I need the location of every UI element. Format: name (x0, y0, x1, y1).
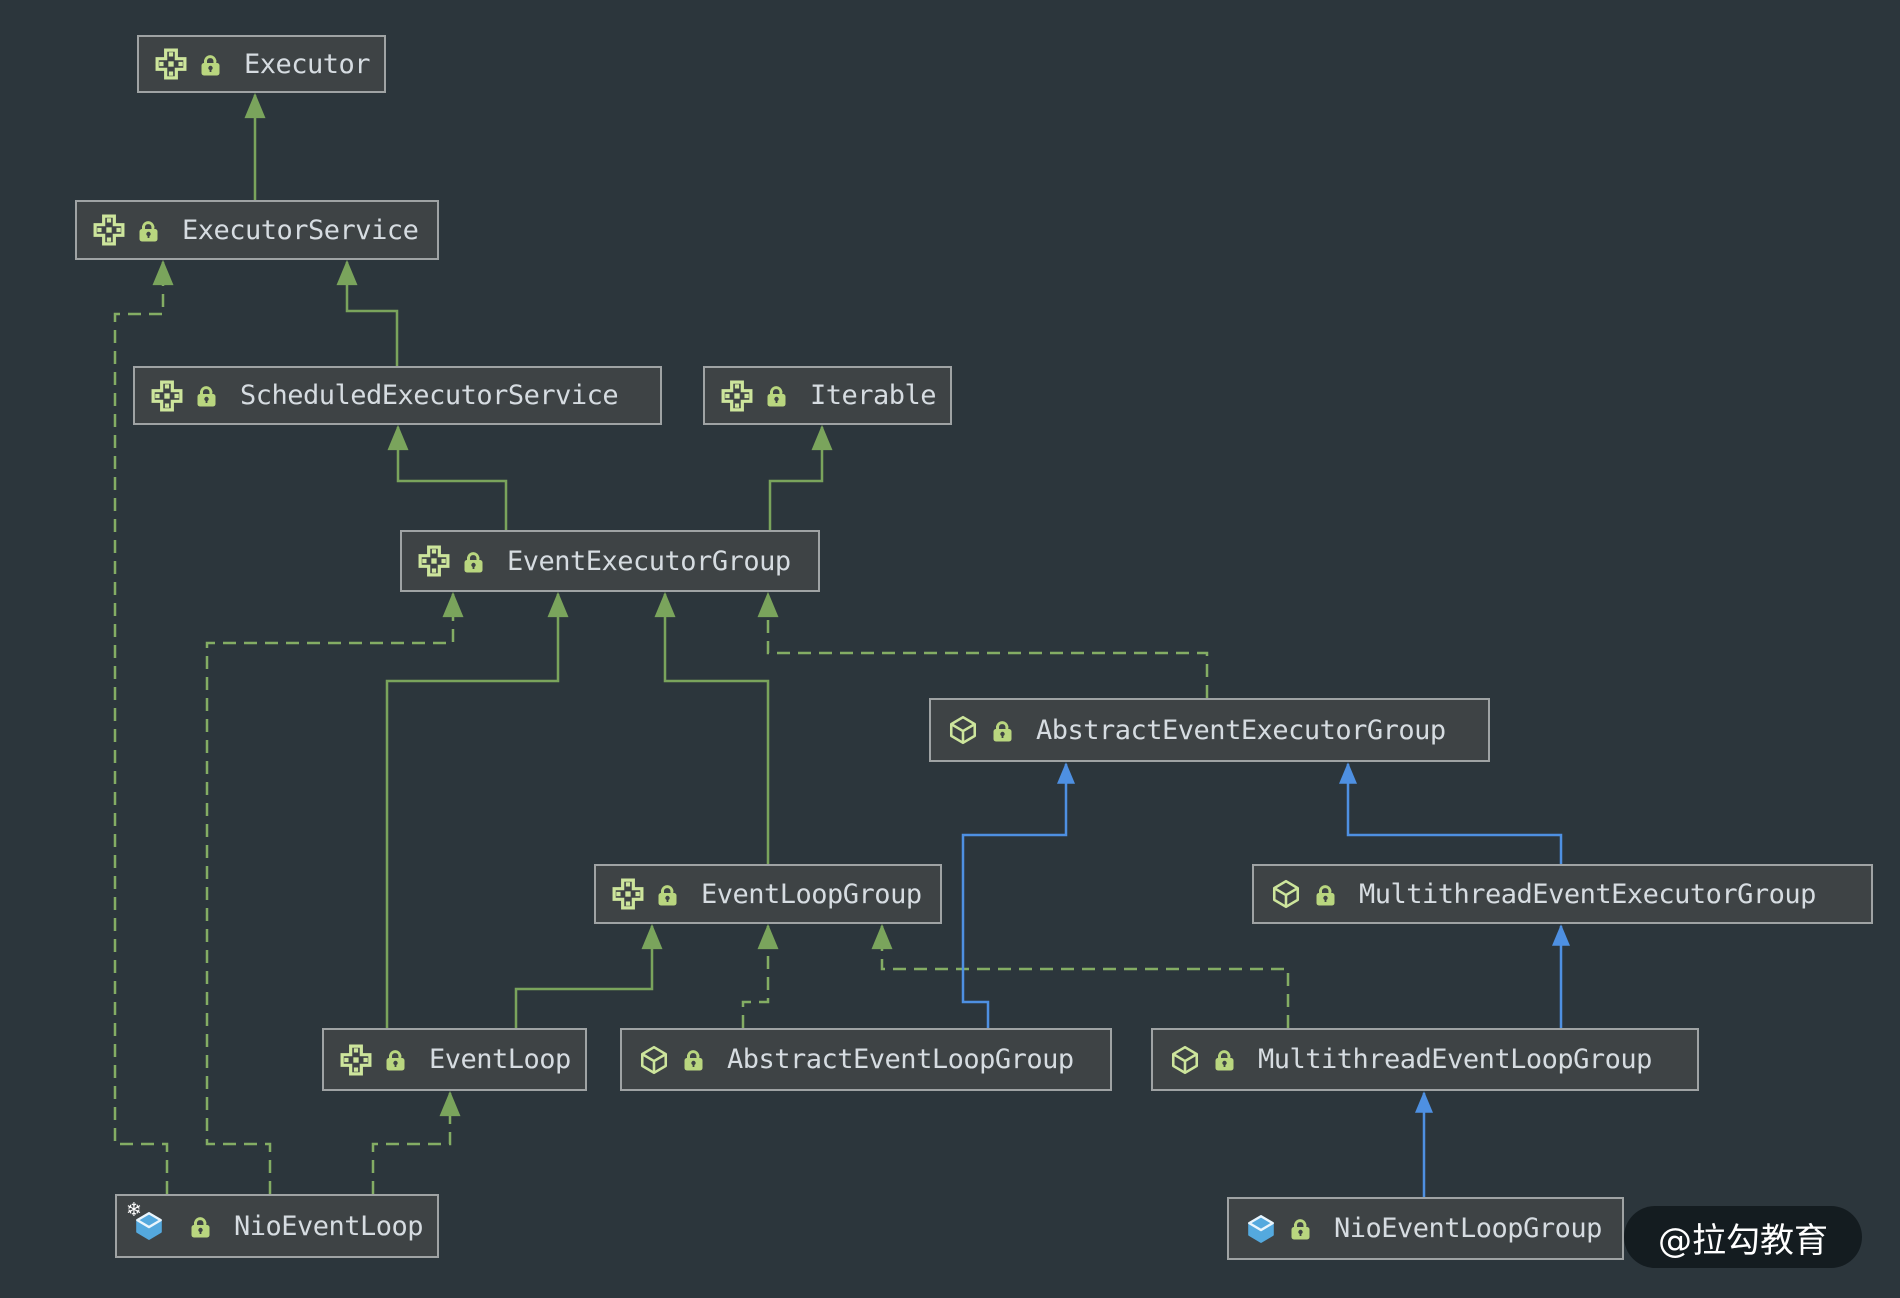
watermark-label: @拉勾教育 (1658, 1220, 1828, 1261)
class-node-event-loop-group[interactable]: EventLoopGroup (594, 864, 942, 924)
lock-icon (190, 1216, 211, 1239)
lock-icon (1315, 884, 1336, 907)
class-node-abstract-event-executor-group[interactable]: AbstractEventExecutorGroup (929, 698, 1490, 762)
lock-icon (200, 54, 221, 77)
interface-icon (151, 380, 183, 411)
interface-icon (155, 48, 187, 80)
class-name-label: NioEventLoopGroup (1334, 1213, 1602, 1244)
edge-NioEventLoop-implements-EventExecutorGroup (205, 591, 464, 1194)
edge-NioEventLoop-implements-EventLoop (371, 1090, 461, 1194)
edge-EventLoop-extends-EventExecutorGroup (385, 591, 569, 1028)
edge-AbstractEventExecutorGroup-implements-EventExecutorGroup (757, 591, 1209, 698)
class-name-label: EventLoop (429, 1044, 571, 1075)
final-class-badge-icon: ❄ (126, 1199, 142, 1221)
class-name-label: EventLoopGroup (701, 878, 922, 910)
class-node-multithread-event-loop-group[interactable]: MultithreadEventLoopGroup (1151, 1028, 1699, 1091)
lock-icon (1290, 1219, 1311, 1241)
edge-NioEventLoop-implements-ExecutorService (113, 259, 174, 1194)
class-node-executor-service[interactable]: ExecutorService (75, 200, 439, 260)
class-node-event-executor-group[interactable]: EventExecutorGroup (400, 530, 820, 592)
edge-EventExecutorGroup-extends-ScheduledExecutorService (387, 424, 508, 530)
abstract-class-icon (1171, 1045, 1199, 1074)
abstract-class-icon (640, 1045, 668, 1074)
abstract-class-icon (949, 715, 977, 745)
lock-icon (657, 884, 678, 907)
lock-icon (766, 386, 787, 408)
edge-EventExecutorGroup-extends-Iterable (768, 424, 833, 530)
edge-MultithreadEventExecutorGroup-extends-AbstractEventExecutorGroup (1339, 762, 1563, 864)
class-name-label: EventExecutorGroup (507, 545, 791, 577)
class-node-event-loop[interactable]: EventLoop (322, 1028, 587, 1091)
lock-icon (1214, 1050, 1235, 1072)
interface-icon (340, 1044, 372, 1075)
edge-EventLoop-extends-EventLoopGroup (514, 923, 663, 1028)
class-icon (1248, 1214, 1274, 1243)
class-name-label: MultithreadEventExecutorGroup (1359, 878, 1816, 910)
class-name-label: AbstractEventExecutorGroup (1036, 714, 1446, 746)
edge-AbstractEventLoopGroup-extends-AbstractEventExecutorGroup (961, 762, 1075, 1028)
class-name-label: Iterable (810, 380, 937, 411)
class-node-scheduled-executor-service[interactable]: ScheduledExecutorService (133, 366, 662, 425)
abstract-class-icon (1272, 879, 1300, 909)
edge-MultithreadEventLoopGroup-implements-EventLoopGroup (871, 923, 1290, 1028)
class-node-iterable[interactable]: Iterable (703, 366, 953, 425)
edge-AbstractEventLoopGroup-implements-EventLoopGroup (741, 923, 779, 1028)
interface-icon (721, 380, 753, 411)
edge-ScheduledExecutorService-extends-ExecutorService (336, 259, 399, 366)
class-node-nio-event-loop[interactable]: ❄ NioEventLoop (115, 1194, 440, 1258)
lock-icon (992, 720, 1013, 743)
class-name-label: AbstractEventLoopGroup (727, 1044, 1074, 1075)
watermark-badge: @拉勾教育 (1624, 1206, 1862, 1268)
class-node-multithread-event-executor-group[interactable]: MultithreadEventExecutorGroup (1252, 864, 1873, 924)
lock-icon (463, 551, 484, 574)
class-icon-with-final-badge: ❄ (126, 1201, 177, 1242)
class-name-label: NioEventLoop (234, 1210, 424, 1242)
class-name-label: MultithreadEventLoopGroup (1258, 1044, 1652, 1075)
lock-icon (138, 220, 159, 243)
class-node-executor[interactable]: Executor (137, 35, 387, 93)
class-name-label: ExecutorService (182, 214, 419, 246)
lock-icon (683, 1050, 704, 1072)
class-name-label: Executor (244, 48, 371, 80)
lock-icon (385, 1050, 406, 1072)
interface-icon (612, 878, 644, 910)
class-node-nio-event-loop-group[interactable]: NioEventLoopGroup (1227, 1197, 1624, 1260)
interface-icon (418, 545, 450, 577)
class-name-label: ScheduledExecutorService (240, 380, 619, 411)
edge-EventLoopGroup-extends-EventExecutorGroup (654, 591, 770, 864)
lock-icon (196, 386, 217, 408)
interface-icon (93, 214, 125, 246)
class-node-abstract-event-loop-group[interactable]: AbstractEventLoopGroup (620, 1028, 1112, 1091)
